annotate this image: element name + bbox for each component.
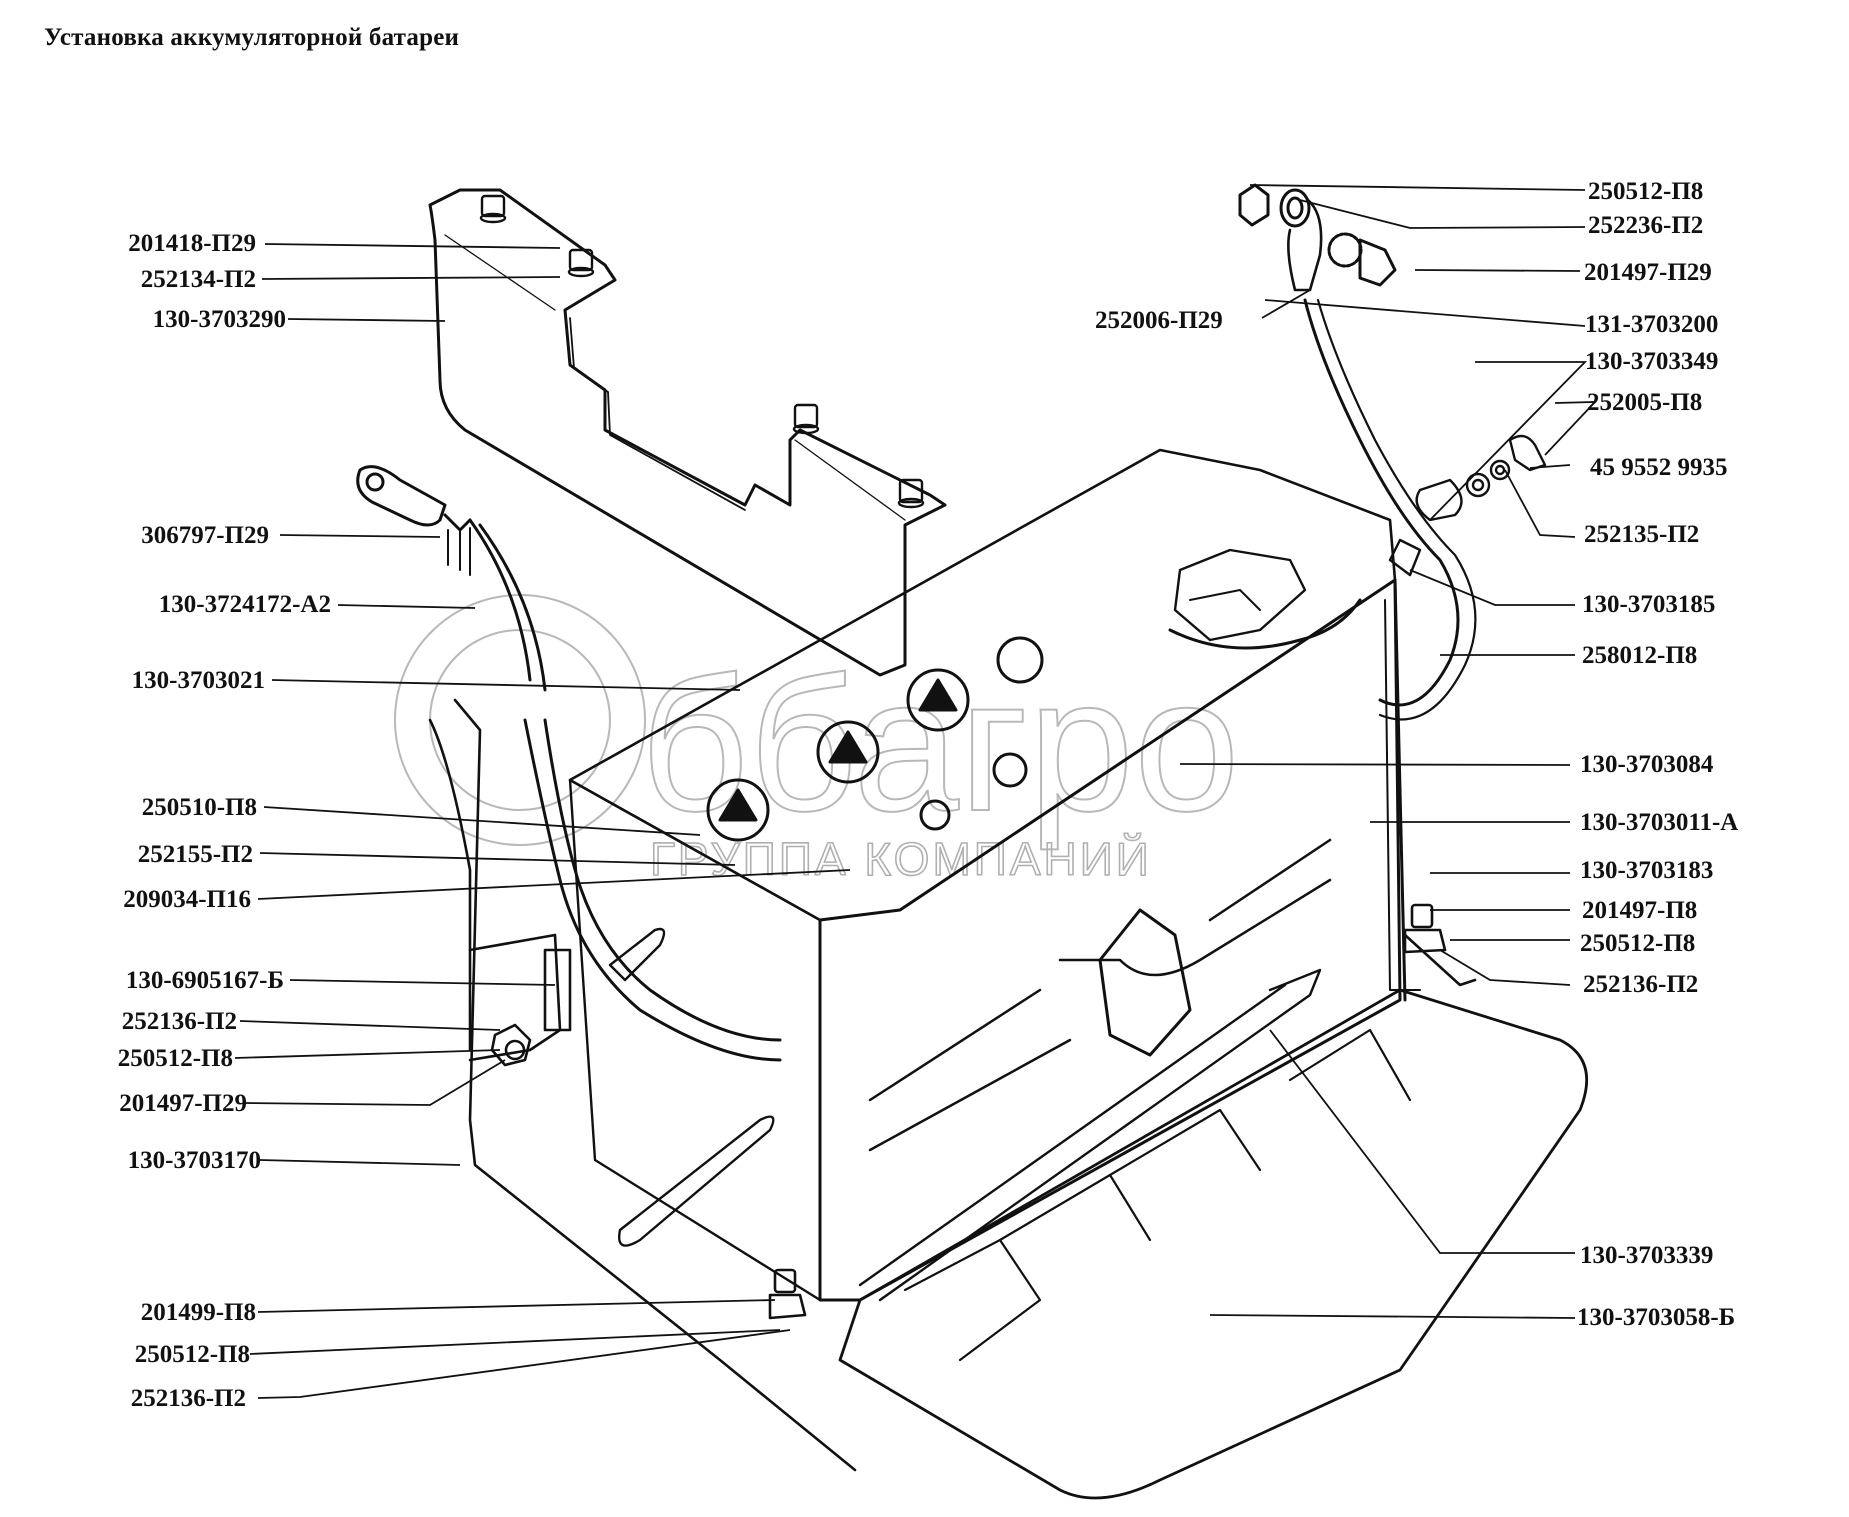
filler-caps: [706, 636, 1044, 842]
callout-label: 250512-П8: [134, 1341, 250, 1368]
right-bracket-bolts: [768, 903, 1477, 1320]
callout-label: 250512-П8: [1580, 930, 1696, 957]
watermark-logo-circle-inner: [429, 629, 611, 811]
callout-label: 201497-П8: [1582, 897, 1698, 924]
callout-label: 131-3703200: [1585, 311, 1719, 338]
callout-label: 252155-П2: [137, 841, 253, 868]
callout-label: 130-3703170: [127, 1147, 261, 1174]
callout-label: 252136-П2: [1583, 971, 1699, 998]
watermark-logo-circle-outer: [394, 594, 646, 846]
callout-label: 258012-П8: [1582, 642, 1698, 669]
battery-tray: [838, 968, 1588, 1500]
callout-label: 252136-П2: [130, 1385, 246, 1412]
callout-label: 252236-П2: [1588, 212, 1704, 239]
diagram-title: Установка аккумуляторной батареи: [44, 24, 460, 51]
battery-hexagon-emblem: [1098, 908, 1192, 1057]
battery-cover-plate: [428, 188, 947, 677]
callout-label: 252136-П2: [121, 1008, 237, 1035]
callout-label: 201497-П29: [119, 1090, 247, 1117]
watermark-subtitle: ГРУППА КОМПАНИЙ: [650, 833, 1152, 885]
callout-label: 252134-П2: [140, 266, 256, 293]
callout-label: 130-6905167-Б: [125, 967, 284, 994]
callout-label: 252005-П8: [1587, 389, 1703, 416]
vent-fitting: [1415, 434, 1547, 522]
callout-label: 130-3703183: [1580, 857, 1714, 884]
cover-bolts: [479, 194, 925, 509]
callout-label: 201497-П29: [1584, 259, 1712, 286]
callout-label: 201499-П8: [140, 1299, 256, 1326]
callout-label: 209034-П16: [123, 886, 251, 913]
callout-label: 130-3703185: [1582, 591, 1716, 618]
callout-label: 130-3703349: [1585, 348, 1719, 375]
callout-label: 252135-П2: [1584, 521, 1700, 548]
callout-label: 130-3703021: [131, 667, 265, 694]
callout-label: 252006-П29: [1095, 307, 1223, 334]
positive-cable: [1238, 183, 1477, 721]
callout-label: 306797-П29: [141, 522, 269, 549]
callout-label: 250512-П8: [117, 1045, 233, 1072]
callout-label: 130-3703084: [1580, 751, 1714, 778]
callout-label: 250510-П8: [141, 794, 257, 821]
callout-label: 201418-П29: [128, 230, 256, 257]
battery: [568, 448, 1421, 1302]
callout-label: 45 9552 9935: [1590, 454, 1728, 481]
negative-cable: [356, 465, 782, 1062]
callout-label: 130-3703339: [1580, 1242, 1714, 1269]
callout-label: 130-3703290: [152, 306, 286, 333]
callout-label: 130-3724172-А2: [158, 591, 331, 618]
callout-label: 130-3703011-А: [1580, 809, 1739, 836]
hold-down-clamp: [878, 968, 1322, 1302]
leader-lines: [234, 184, 1598, 1399]
callout-label: 130-3703058-Б: [1577, 1304, 1736, 1331]
callout-label: 250512-П8: [1588, 178, 1704, 205]
